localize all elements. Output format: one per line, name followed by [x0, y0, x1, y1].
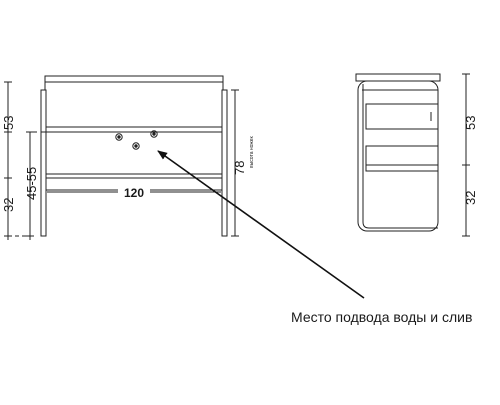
pipe-inlet-left — [115, 133, 123, 141]
front-right-leg — [221, 89, 228, 237]
front-right-dimension — [231, 89, 239, 237]
side-view — [355, 73, 441, 232]
side-lower-panel — [365, 145, 439, 172]
front-view — [40, 75, 228, 237]
annotation-arrow — [157, 150, 365, 299]
dim-connection-height: 45-55 — [24, 167, 39, 200]
dim-total-height: 78 — [232, 161, 247, 175]
pipe-connections — [115, 130, 158, 150]
leg-height-caption: высота ножек — [249, 136, 255, 168]
side-top-slab — [355, 73, 441, 82]
annotation-label: Место подвода воды и слив — [291, 309, 472, 325]
dim-top-height: 53 — [1, 116, 16, 130]
front-cabinet-body — [44, 81, 224, 191]
front-left-leg — [40, 89, 47, 237]
side-upper-panel — [365, 103, 439, 130]
side-dim-top: 53 — [463, 116, 478, 130]
dim-leg-height: 32 — [1, 198, 16, 212]
drain-outlet — [132, 142, 140, 150]
dim-width: 120 — [124, 186, 144, 200]
pipe-inlet-right — [150, 130, 158, 138]
front-left-dimensions — [4, 81, 110, 240]
side-dim-bottom: 32 — [463, 191, 478, 205]
side-right-dimensions — [462, 73, 470, 237]
side-leg-frame — [362, 84, 438, 229]
front-top-slab — [44, 75, 224, 83]
